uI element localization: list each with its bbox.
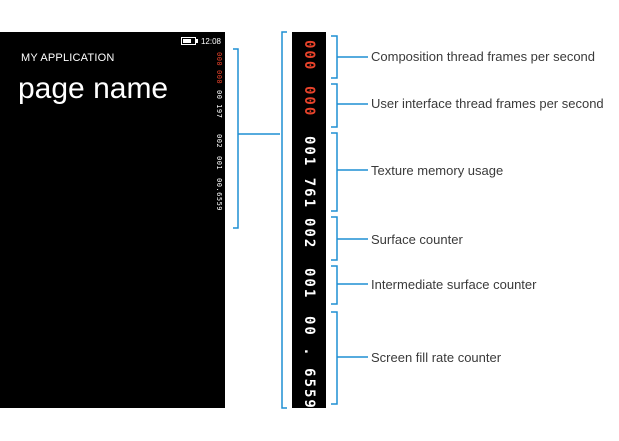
label-ui-thread-fps: User interface thread frames per second	[371, 96, 604, 111]
label-fill-rate: Screen fill rate counter	[371, 350, 502, 365]
counter-strip: 000 000 001 761 002 001 00 . 6559	[292, 32, 326, 410]
page-title: page name	[18, 72, 169, 105]
label-composition-fps: Composition thread frames per second	[371, 49, 596, 64]
status-clock: 12:08	[200, 36, 221, 46]
battery-icon	[180, 37, 198, 45]
label-intermediate-surface: Intermediate surface counter	[371, 277, 537, 292]
bracket-fill-rate	[331, 311, 368, 405]
bracket-surface	[331, 216, 368, 261]
bracket-composition-fps	[331, 35, 368, 79]
status-bar: 12:08	[180, 35, 221, 47]
phone-counter-bracket	[233, 48, 239, 229]
app-title: MY APPLICATION	[21, 52, 115, 64]
label-surface: Surface counter	[371, 232, 463, 247]
bracket-texture-memory	[331, 132, 368, 212]
strip-left-bracket	[281, 31, 287, 409]
phone-screen: 12:08 MY APPLICATION page name	[0, 32, 225, 408]
label-texture-memory: Texture memory usage	[371, 163, 504, 178]
bracket-ui-thread-fps	[331, 83, 368, 128]
bracket-intermediate-surface	[331, 265, 368, 305]
